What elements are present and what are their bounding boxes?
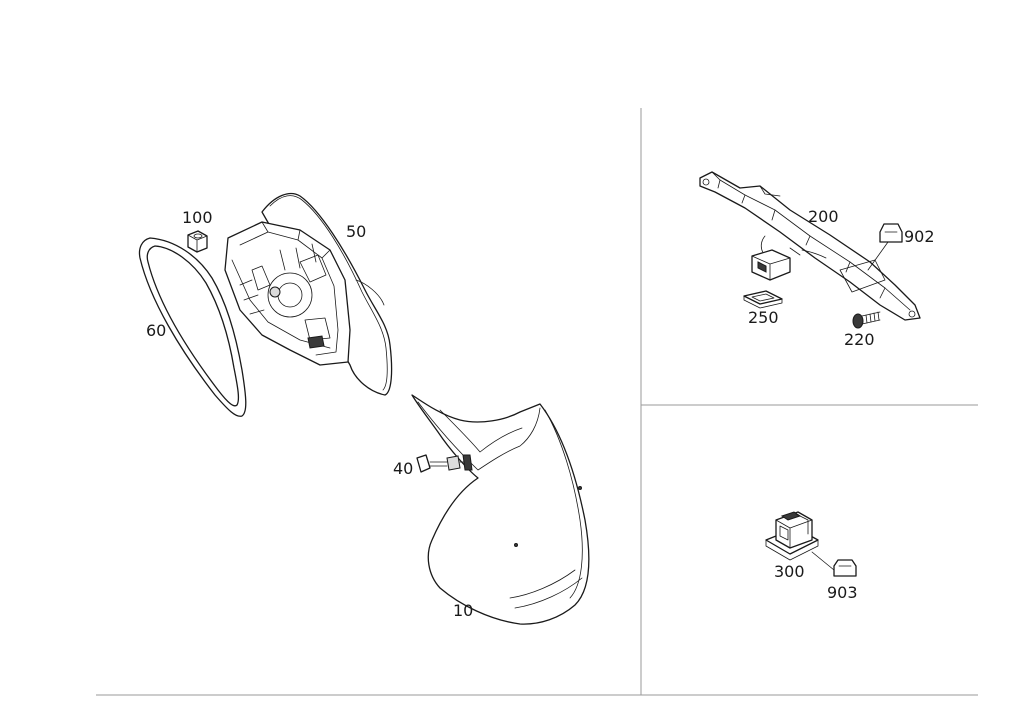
part-labels: 100 50 60 40 10 200 902 250 220 300 903 <box>146 207 935 620</box>
part-300-module <box>765 511 819 561</box>
label-250: 250 <box>748 308 779 327</box>
label-200: 200 <box>808 207 839 226</box>
part-10-mirror-cap <box>411 394 590 625</box>
label-220: 220 <box>844 330 875 349</box>
part-250-gasket <box>743 290 783 309</box>
part-902-symbol <box>867 223 903 271</box>
part-100-nut <box>187 230 208 253</box>
label-50: 50 <box>346 222 366 241</box>
label-902: 902 <box>904 227 935 246</box>
part-60-mirror-frame <box>138 237 247 417</box>
label-100: 100 <box>182 208 213 227</box>
part-40-screw <box>416 454 473 473</box>
label-60: 60 <box>146 321 166 340</box>
part-220-screw <box>852 311 881 329</box>
label-300: 300 <box>774 562 805 581</box>
part-200-light-strip <box>699 171 921 321</box>
label-40: 40 <box>393 459 413 478</box>
label-903: 903 <box>827 583 858 602</box>
part-50-mirror-housing <box>224 192 393 396</box>
label-10: 10 <box>453 601 473 620</box>
part-903-symbol <box>811 551 857 577</box>
panel-dividers <box>96 108 978 696</box>
